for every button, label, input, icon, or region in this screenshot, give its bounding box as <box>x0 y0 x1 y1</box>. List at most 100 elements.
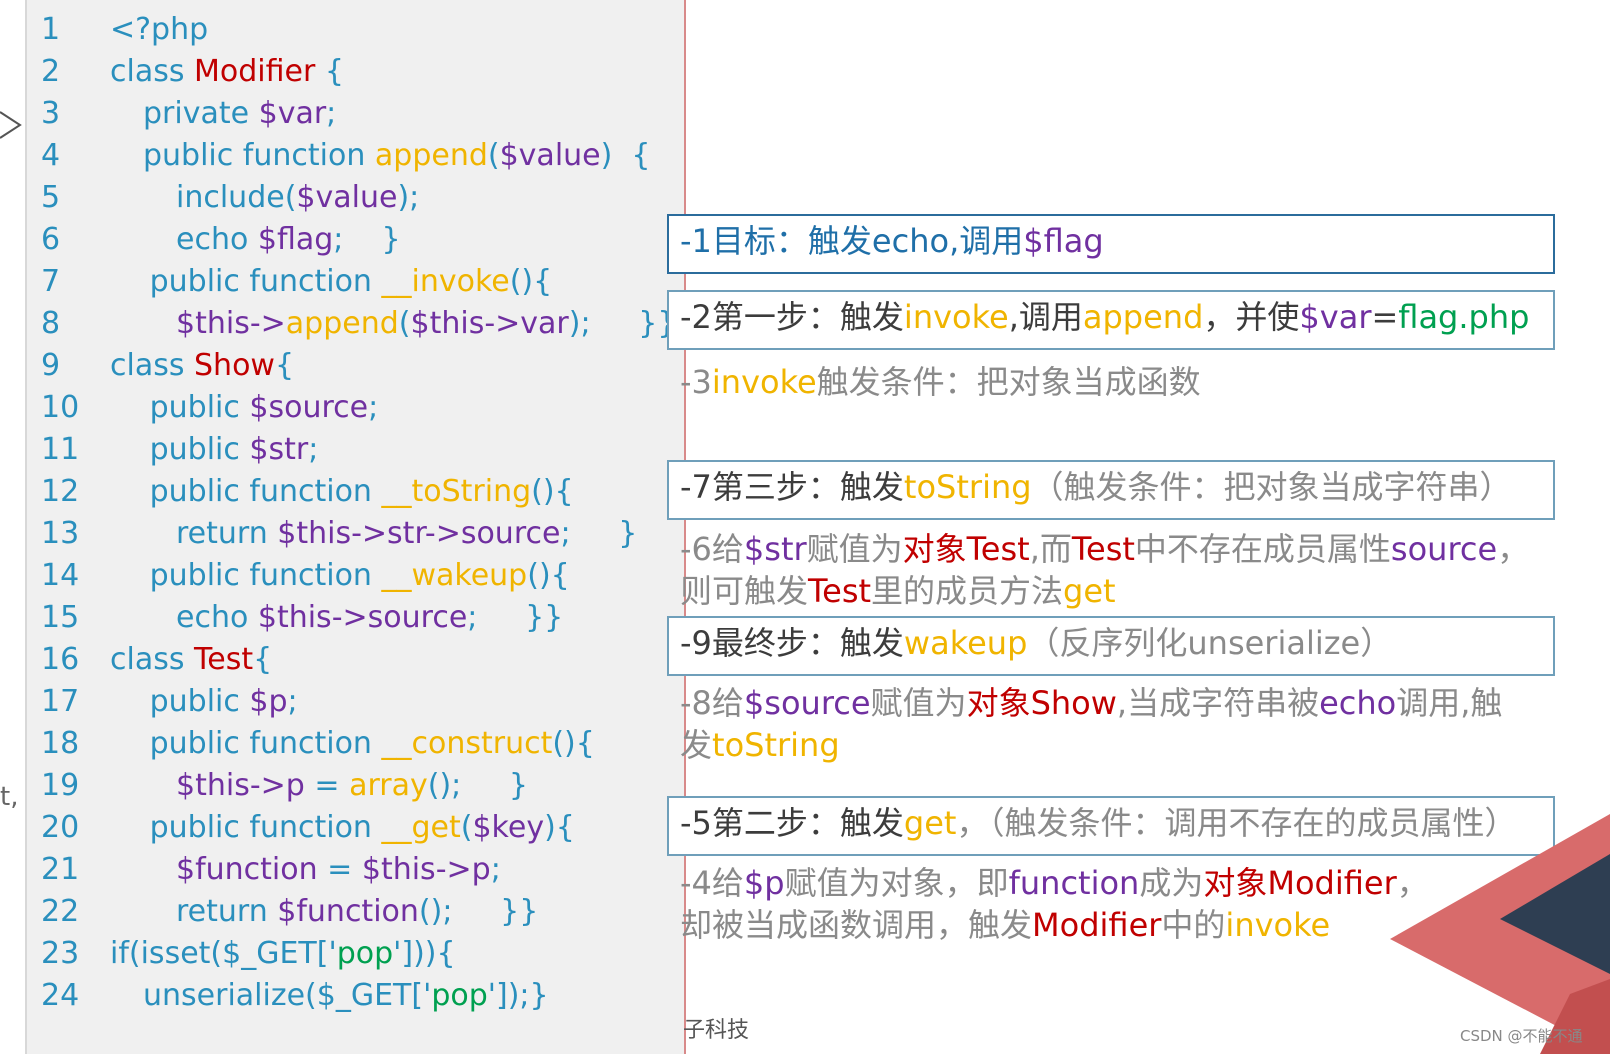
code-token: { <box>274 348 295 383</box>
code-token: (){ <box>509 264 553 299</box>
note-token: Test <box>1071 530 1135 568</box>
note-line: -5第二步：触发get，（触发条件：调用不存在的成员属性） <box>680 802 1516 844</box>
note-token: 调用,触 <box>1396 684 1503 722</box>
code-text: private $var; <box>143 92 336 135</box>
code-token: (); } <box>427 768 529 803</box>
line-number: 2 <box>41 54 61 89</box>
code-token: { <box>253 642 273 677</box>
code-token: ']);} <box>487 978 549 1013</box>
code-text: $this->append($this->var); }} <box>176 302 676 345</box>
note-token: -3 <box>680 363 712 401</box>
svg-text:t,: t, <box>0 782 18 812</box>
note-token: Modifier <box>1032 906 1162 944</box>
note-token: toString <box>712 726 840 764</box>
code-token: $this->var <box>410 306 569 341</box>
note-token: 里的成员方法 <box>871 572 1064 610</box>
code-token: ; <box>368 390 379 425</box>
note-token: 赋值为 <box>870 684 967 722</box>
line-number: 10 <box>41 390 80 425</box>
code-token: ; <box>326 96 337 131</box>
code-token: $this->p <box>361 852 491 887</box>
code-token: ; }} <box>467 600 564 635</box>
code-text: public $source; <box>150 386 379 429</box>
left-arrow-fragment: t, <box>0 111 22 812</box>
note-token: 赋值为对象，即 <box>784 864 1009 902</box>
note-token: invoke <box>1225 906 1331 944</box>
note-token: （反序列化unserialize） <box>1027 624 1393 662</box>
code-text: class Test{ <box>110 638 272 681</box>
code-text: unserialize($_GET['pop']);} <box>143 974 549 1017</box>
code-token: ; <box>490 852 501 887</box>
code-token: <?php <box>110 12 209 47</box>
line-number: 1 <box>41 12 61 47</box>
code-token: public function <box>149 558 382 593</box>
code-token: $p <box>249 684 288 719</box>
line-number: 8 <box>41 306 61 341</box>
note-line: -2第一步：触发invoke,调用append，并使$var=flag.php <box>680 296 1529 338</box>
code-text: include($value); <box>176 176 419 219</box>
note-token: 中不存在成员属性 <box>1134 530 1391 568</box>
note-token: 对象Show <box>966 684 1117 722</box>
note-token: function <box>1008 864 1140 902</box>
note-token: 触发条件：把对象当成函数 <box>816 363 1201 401</box>
code-token: class <box>110 54 195 89</box>
code-text: public function __construct(){ <box>150 722 595 765</box>
code-text: public $p; <box>150 680 298 723</box>
note-token: append <box>1082 298 1204 336</box>
note-line: -4给$p赋值为对象，即function成为对象Modifier， <box>680 862 1429 904</box>
code-token: (); }} <box>418 894 539 929</box>
code-text: $this->p = array(); } <box>176 764 528 807</box>
line-number: 16 <box>41 642 80 677</box>
code-token: $this->p <box>176 768 305 803</box>
code-token: ); }} <box>568 306 677 341</box>
code-token: public <box>149 390 250 425</box>
note-token: -8给 <box>680 684 744 722</box>
note-token: $str <box>743 530 807 568</box>
code-token: Modifier <box>194 54 316 89</box>
code-token: return <box>176 894 278 929</box>
line-number: 12 <box>41 474 80 509</box>
note-token: get <box>1063 572 1116 610</box>
code-token: public function <box>149 810 382 845</box>
note-line: -1目标：触发echo,调用$flag <box>680 220 1104 262</box>
code-token: $flag <box>257 222 334 257</box>
note-box-final <box>667 616 1555 676</box>
note-token: $var <box>1299 298 1372 336</box>
code-text: echo $this->source; }} <box>176 596 563 639</box>
line-number: 11 <box>41 432 80 467</box>
code-token: ; <box>287 684 298 719</box>
note-token: get <box>903 804 957 842</box>
code-token: $this-> <box>176 306 286 341</box>
note-token: -1目标： <box>680 222 808 260</box>
note-token: ， <box>1396 864 1429 902</box>
code-token: public function <box>149 264 382 299</box>
note-token: $flag <box>1023 222 1104 260</box>
note-token: source <box>1390 530 1498 568</box>
code-token: Show <box>194 348 275 383</box>
note-step3: -7第三步：触发toString（触发条件：把对象当成字符串） <box>680 466 1512 508</box>
code-token: Test <box>194 642 254 677</box>
code-token: pop <box>336 936 394 971</box>
code-token: ( <box>460 810 473 845</box>
note-token: $p <box>743 864 785 902</box>
code-text: echo $flag; } <box>176 218 401 261</box>
code-text: return $function(); }} <box>176 890 538 933</box>
note-token: -5第二步：触发 <box>680 804 904 842</box>
code-token: (){ <box>531 474 574 509</box>
line-number: 24 <box>41 978 80 1013</box>
code-text: public function append($value) { <box>143 134 651 177</box>
note-token: （触发条件：把对象当成字符串） <box>1031 468 1512 506</box>
code-token: $this->source <box>257 600 468 635</box>
code-token: ) { <box>600 138 651 173</box>
code-token: '])){ <box>393 936 456 971</box>
code-token: append <box>285 306 399 341</box>
note-box-step1 <box>667 290 1555 350</box>
code-token: __get <box>381 810 461 845</box>
line-number: 23 <box>41 936 80 971</box>
code-text: $function = $this->p; <box>176 848 501 891</box>
line-number: 9 <box>41 348 61 383</box>
note-token: ,调用 <box>1008 298 1083 336</box>
note-assign-source: -8给$source赋值为对象Show,当成字符串被echo调用,触发toStr… <box>680 682 1502 766</box>
line-number: 7 <box>41 264 61 299</box>
note-final: -9最终步：触发wakeup（反序列化unserialize） <box>680 622 1392 664</box>
